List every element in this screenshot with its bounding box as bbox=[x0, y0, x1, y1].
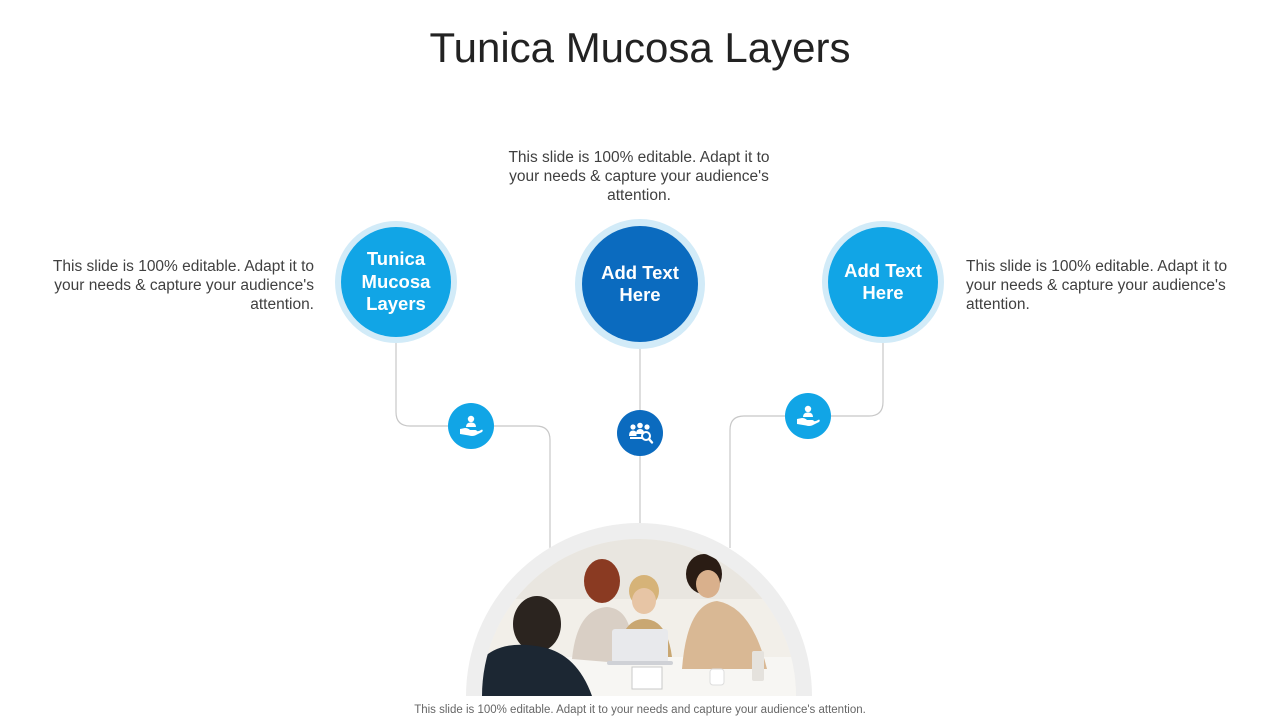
circle-node-2-label: Add Text Here bbox=[582, 226, 698, 342]
circle-node-3-label: Add Text Here bbox=[828, 227, 938, 337]
circle-node-2: Add Text Here bbox=[575, 219, 705, 349]
description-left: This slide is 100% editable. Adapt it to… bbox=[52, 258, 314, 313]
hand-holding-user-icon bbox=[448, 403, 494, 449]
slide-title: Tunica Mucosa Layers bbox=[429, 24, 851, 71]
team-search-icon bbox=[617, 410, 663, 456]
circle-node-1-label: Tunica Mucosa Layers bbox=[341, 227, 451, 337]
description-right: This slide is 100% editable. Adapt it to… bbox=[966, 258, 1228, 313]
circle-node-3: Add Text Here bbox=[822, 221, 944, 343]
circle-node-1: Tunica Mucosa Layers bbox=[335, 221, 457, 343]
hand-holding-user-icon bbox=[785, 393, 831, 439]
footer-note: This slide is 100% editable. Adapt it to… bbox=[414, 704, 866, 716]
team-photo-frame bbox=[466, 523, 812, 696]
description-center: This slide is 100% editable. Adapt it to… bbox=[508, 149, 770, 204]
team-photo bbox=[482, 539, 796, 696]
